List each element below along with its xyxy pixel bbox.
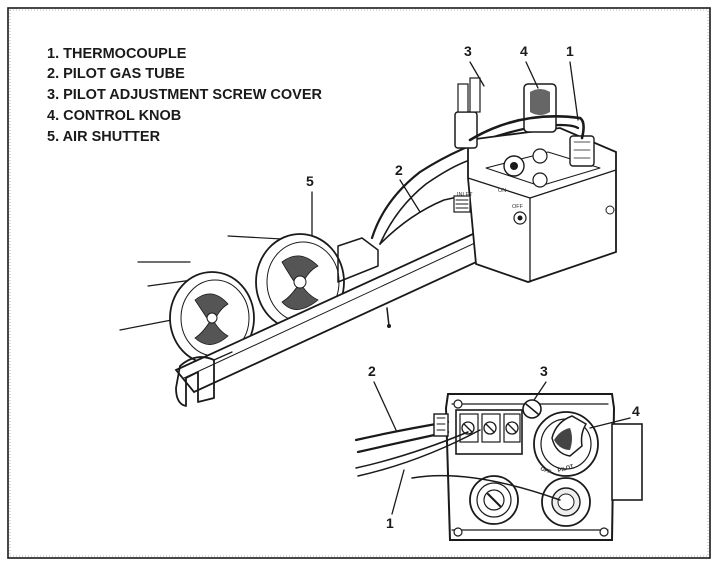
callout-top-2: 2: [395, 162, 403, 178]
knob-pilot-label: PILOT: [557, 463, 575, 474]
callout-bottom-4: 4: [632, 403, 640, 419]
knob-off-label: OFF: [539, 466, 552, 476]
legend-item-5: 5. AIR SHUTTER: [47, 129, 161, 145]
legend-item-3: 3. PILOT ADJUSTMENT SCREW COVER: [47, 87, 323, 103]
bottom-callouts: 2 3 4 1: [368, 363, 640, 531]
gas-valve-body-top: ON OFF INLET: [454, 77, 617, 283]
legend: 1. THERMOCOUPLE 2. PILOT GAS TUBE 3. PIL…: [47, 46, 323, 145]
burner-assembly-illustration: ON OFF INLET: [119, 77, 617, 407]
callout-top-3: 3: [464, 43, 472, 59]
pilot-connector-block: [455, 409, 523, 455]
pilot-adjustment-screw-cover: [522, 399, 542, 419]
svg-text:INLET: INLET: [457, 192, 473, 198]
callout-top-4: 4: [520, 43, 528, 59]
callout-top-5: 5: [306, 173, 314, 189]
legend-item-4: 4. CONTROL KNOB: [47, 108, 181, 124]
regulator-port: [469, 475, 519, 525]
callout-bottom-3: 3: [540, 363, 548, 379]
callout-bottom-2: 2: [368, 363, 376, 379]
svg-text:OFF: OFF: [512, 204, 524, 210]
top-callouts: 3 4 1 2 5: [306, 43, 579, 237]
svg-text:ON: ON: [498, 188, 506, 194]
legend-item-2: 2. PILOT GAS TUBE: [47, 66, 185, 82]
figure-border-inner: [9, 9, 709, 557]
control-knob: PILOT OFF: [533, 411, 599, 477]
legend-item-1: 1. THERMOCOUPLE: [47, 46, 187, 62]
gas-valve-front-view: PILOT OFF: [354, 393, 643, 541]
thermocouple-port: [541, 477, 591, 527]
air-shutter-disc-front: [169, 271, 255, 365]
callout-top-1: 1: [566, 43, 574, 59]
callout-bottom-1: 1: [386, 515, 394, 531]
